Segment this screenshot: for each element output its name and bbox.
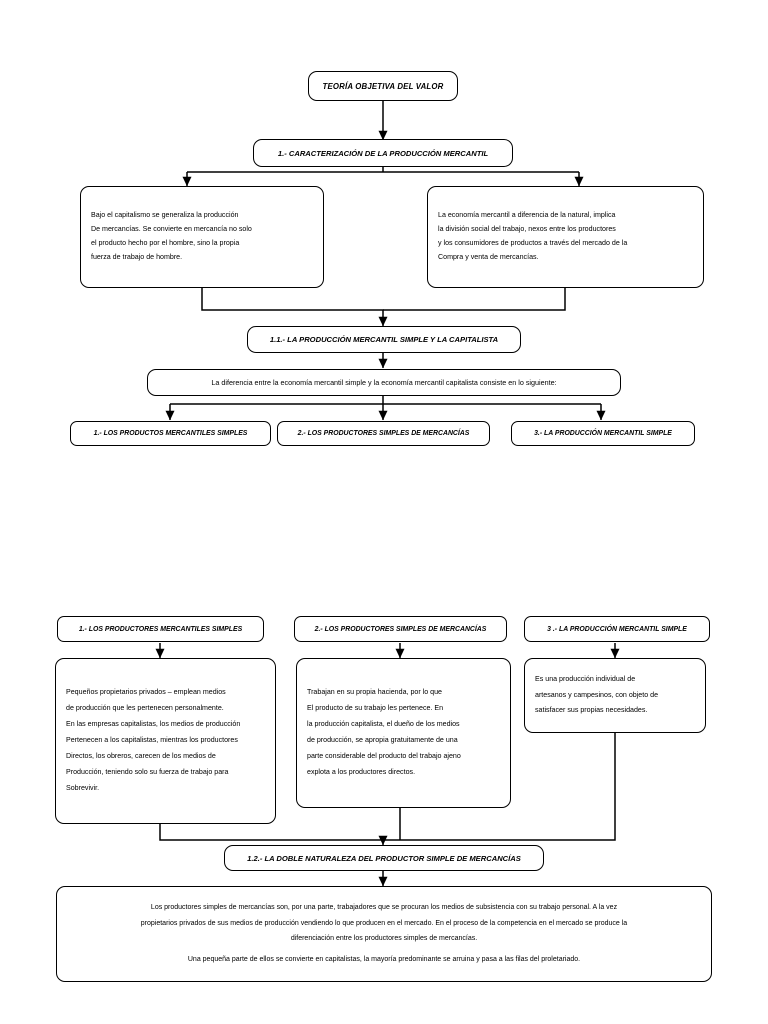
- detail-2-line-2: El producto de su trabajo les pertenece.…: [307, 704, 444, 713]
- conclusion-line-1: Los productores simples de mercancías so…: [150, 904, 618, 912]
- box-left-1-line-3: el producto hecho por el hombre, sino la…: [91, 239, 240, 247]
- node-triplet-bottom-1: 1.- LOS PRODUCTORES MERCANTILES SIMPLES: [57, 616, 264, 642]
- detail-1-line-5: Directos, los obreros, carecen de los me…: [66, 751, 216, 760]
- triplet-bottom-2-label: 2.- LOS PRODUCTORES SIMPLES DE MERCANCÍA…: [314, 625, 487, 633]
- node-root-label: TEORÍA OBJETIVA DEL VALOR: [322, 81, 444, 91]
- box-left-1-line-1: Bajo el capitalismo se generaliza la pro…: [91, 211, 239, 220]
- conclusion-line-3: diferenciación entre los productores sim…: [290, 935, 478, 942]
- detail-1-line-3: En las empresas capitalistas, los medios…: [66, 720, 241, 729]
- node-triplet-bottom-2: 2.- LOS PRODUCTORES SIMPLES DE MERCANCÍA…: [294, 616, 507, 642]
- detail-2-line-5: parte considerable del producto del trab…: [307, 751, 461, 760]
- node-triplet-top-3: 3.- LA PRODUCCIÓN MERCANTIL SIMPLE: [511, 421, 695, 446]
- difference-bar-label: La diferencia entre la economía mercanti…: [211, 378, 557, 387]
- detail-1-line-1: Pequeños propietarios privados – emplean…: [66, 688, 226, 697]
- node-root: TEORÍA OBJETIVA DEL VALOR: [308, 71, 458, 101]
- box-left-1-line-4: fuerza de trabajo de hombre.: [91, 252, 183, 261]
- detail-1-line-4: Pertenecen a los capitalistas, mientras …: [66, 736, 238, 745]
- node-triplet-bottom-3: 3 .- LA PRODUCCIÓN MERCANTIL SIMPLE: [524, 616, 710, 642]
- box-right-1-line-3: y los consumidores de productos a través…: [438, 239, 628, 247]
- node-detail-1: Pequeños propietarios privados – emplean…: [55, 658, 276, 824]
- node-level3-label: 1.2.- LA DOBLE NATURALEZA DEL PRODUCTOR …: [247, 853, 521, 863]
- node-difference-bar: La diferencia entre la economía mercanti…: [147, 369, 621, 396]
- detail-2-line-3: la producción capitalista, el dueño de l…: [307, 720, 460, 729]
- node-triplet-top-2: 2.- LOS PRODUCTORES SIMPLES DE MERCANCÍA…: [277, 421, 490, 446]
- node-box-left-1: Bajo el capitalismo se generaliza la pro…: [80, 186, 324, 288]
- node-box-right-1: La economía mercantil a diferencia de la…: [427, 186, 704, 288]
- conclusion-line-2: propietarios privados de sus medios de p…: [140, 919, 628, 927]
- detail-2-line-4: de producción, se apropia gratuitamente …: [307, 736, 458, 744]
- detail-2-line-6: explota a los productores directos.: [307, 767, 416, 776]
- box-right-1-line-2: la división social del trabajo, nexos en…: [438, 225, 616, 234]
- triplet-top-1-label: 1.- LOS PRODUCTOS MERCANTILES SIMPLES: [93, 430, 248, 437]
- detail-1-line-2: de producción que les pertenecen persona…: [66, 704, 224, 713]
- detail-1-line-6: Producción, teniendo solo su fuerza de t…: [66, 767, 229, 776]
- detail-3-line-2: artesanos y campesinos, con objeto de: [535, 690, 659, 699]
- box-right-1-line-4: Compra y venta de mercancías.: [438, 252, 539, 261]
- node-triplet-top-1: 1.- LOS PRODUCTOS MERCANTILES SIMPLES: [70, 421, 271, 446]
- triplet-bottom-3-label: 3 .- LA PRODUCCIÓN MERCANTIL SIMPLE: [547, 625, 687, 633]
- node-level2-label: 1.1.- LA PRODUCCIÓN MERCANTIL SIMPLE Y L…: [269, 335, 499, 344]
- triplet-bottom-1-label: 1.- LOS PRODUCTORES MERCANTILES SIMPLES: [78, 625, 243, 633]
- box-right-1-line-1: La economía mercantil a diferencia de la…: [438, 211, 616, 220]
- node-level1: 1.- CARACTERIZACIÓN DE LA PRODUCCIÓN MER…: [253, 139, 513, 167]
- node-level1-label: 1.- CARACTERIZACIÓN DE LA PRODUCCIÓN MER…: [277, 148, 489, 158]
- node-detail-2: Trabajan en su propia hacienda, por lo q…: [296, 658, 511, 808]
- detail-3-line-3: satisfacer sus propias necesidades.: [535, 706, 648, 715]
- node-level2: 1.1.- LA PRODUCCIÓN MERCANTIL SIMPLE Y L…: [247, 326, 521, 353]
- detail-1-line-7: Sobrevivir.: [66, 783, 100, 792]
- node-level3: 1.2.- LA DOBLE NATURALEZA DEL PRODUCTOR …: [224, 845, 544, 871]
- box-left-1-line-2: De mercancías. Se convierte en mercancía…: [91, 225, 252, 234]
- detail-2-line-1: Trabajan en su propia hacienda, por lo q…: [307, 688, 443, 697]
- conclusion-line-5: Una pequeña parte de ellos se convierte …: [187, 956, 581, 964]
- node-conclusion: Los productores simples de mercancías so…: [56, 886, 712, 982]
- node-detail-3: Es una producción individual de artesano…: [524, 658, 706, 733]
- triplet-top-3-label: 3.- LA PRODUCCIÓN MERCANTIL SIMPLE: [534, 430, 672, 437]
- detail-3-line-1: Es una producción individual de: [535, 674, 636, 683]
- triplet-top-2-label: 2.- LOS PRODUCTORES SIMPLES DE MERCANCÍA…: [297, 430, 470, 437]
